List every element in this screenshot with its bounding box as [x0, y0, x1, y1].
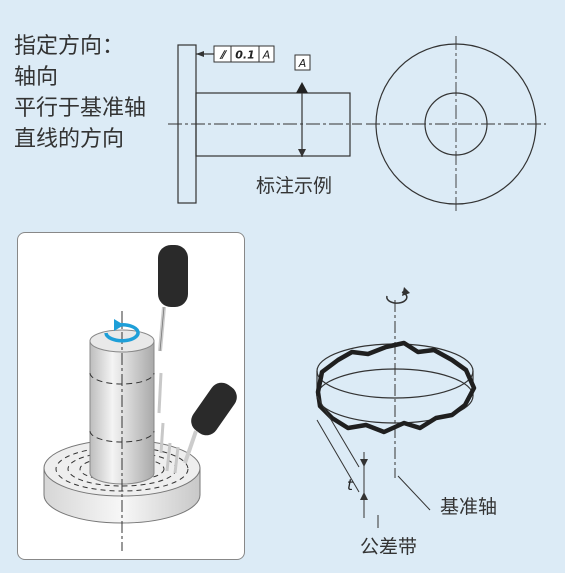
datum-box-letter: A — [298, 57, 307, 70]
upper-probe-body — [158, 245, 188, 307]
tolerance-zone-label: 公差带 — [360, 536, 418, 558]
shaft-outline — [195, 92, 351, 157]
leader-arrowhead — [196, 51, 204, 57]
description-line-2: 轴向 — [14, 65, 59, 90]
rotation-arrow-icon — [104, 323, 140, 343]
dimension-arrowhead — [298, 149, 306, 157]
description-line-1: 指定方向： — [14, 34, 125, 59]
frame-datum-letter: A — [262, 49, 271, 62]
datum-triangle — [296, 82, 308, 93]
feature-control-frame — [213, 45, 275, 63]
measurement-illustration — [43, 245, 237, 551]
example-caption: 标注示例 — [256, 175, 333, 197]
lower-probe-body — [191, 382, 237, 436]
t-dimension-label: t — [347, 476, 354, 494]
annotation-drawing: ⫽ 0.1 A A — [168, 36, 546, 212]
parallelism-symbol: ⫽ — [219, 49, 228, 62]
actual-profile-line — [315, 340, 477, 435]
description-line-3: 平行于基准轴 — [14, 96, 147, 121]
measurement-illustration-panel — [17, 232, 245, 560]
lower-probe-stylus — [183, 430, 198, 464]
description-line-4: 直线的方向 — [14, 127, 125, 152]
frame-tolerance-value: 0.1 — [235, 49, 255, 62]
datum-axis-label: 基准轴 — [440, 496, 498, 518]
axis-label-leader — [397, 475, 431, 511]
datum-box — [294, 54, 311, 71]
